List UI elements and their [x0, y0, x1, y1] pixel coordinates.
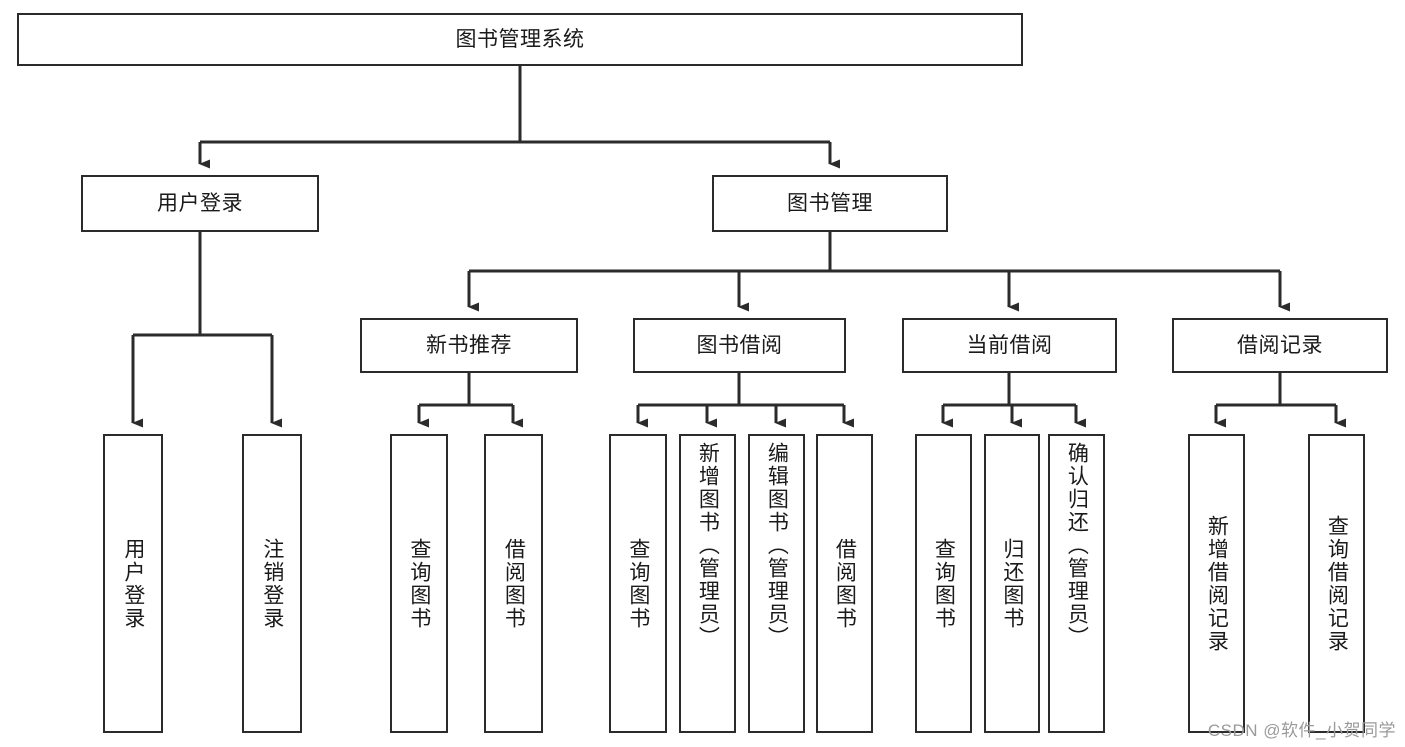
- node-label: 图书管理系统: [455, 27, 585, 51]
- csdn-watermark: CSDN @软件_小贺同学: [1207, 721, 1396, 740]
- node-root[interactable]: 图书管理系统: [17, 13, 1023, 66]
- node-label: 借阅图书: [833, 537, 857, 630]
- node-label: 归还图书: [1000, 537, 1024, 630]
- node-label: 确认归还（管理员）: [1065, 442, 1089, 649]
- node-label: 图书管理: [787, 191, 873, 215]
- node-label: 新增借阅记录: [1205, 514, 1229, 653]
- node-label: 查询图书: [407, 537, 431, 630]
- node-leaf-query-book-current[interactable]: 查询图书: [915, 434, 972, 733]
- node-label: 用户登录: [157, 191, 243, 215]
- node-leaf-add-book-admin[interactable]: 新增图书（管理员）: [679, 434, 736, 733]
- node-label: 用户登录: [121, 537, 145, 630]
- node-label: 查询图书: [932, 537, 956, 630]
- node-leaf-add-borrow-record[interactable]: 新增借阅记录: [1188, 434, 1245, 733]
- node-leaf-borrow-book-recommend[interactable]: 借阅图书: [484, 434, 543, 733]
- node-label: 查询图书: [626, 537, 650, 630]
- node-new-book-recommend[interactable]: 新书推荐: [360, 318, 578, 373]
- node-label: 编辑图书（管理员）: [765, 442, 789, 649]
- node-label: 查询借阅记录: [1325, 514, 1349, 653]
- node-label: 借阅图书: [502, 537, 526, 630]
- node-leaf-return-book[interactable]: 归还图书: [984, 434, 1040, 733]
- node-label: 新增图书（管理员）: [696, 442, 720, 649]
- node-label: 借阅记录: [1237, 333, 1323, 357]
- node-label: 当前借阅: [966, 333, 1053, 357]
- node-leaf-user-login[interactable]: 用户登录: [103, 434, 163, 733]
- node-leaf-query-book-recommend[interactable]: 查询图书: [390, 434, 448, 733]
- node-leaf-edit-book-admin[interactable]: 编辑图书（管理员）: [748, 434, 805, 733]
- node-leaf-query-borrow-record[interactable]: 查询借阅记录: [1308, 434, 1365, 733]
- node-label: 新书推荐: [426, 333, 512, 357]
- node-label: 注销登录: [260, 537, 284, 630]
- node-leaf-borrow-book[interactable]: 借阅图书: [816, 434, 873, 733]
- node-current-borrow[interactable]: 当前借阅: [902, 318, 1117, 373]
- node-user-login[interactable]: 用户登录: [81, 175, 319, 232]
- node-leaf-logout[interactable]: 注销登录: [242, 434, 302, 733]
- node-label: 图书借阅: [696, 333, 783, 357]
- node-leaf-confirm-return-admin[interactable]: 确认归还（管理员）: [1048, 434, 1105, 733]
- node-book-manage[interactable]: 图书管理: [712, 175, 948, 232]
- node-leaf-query-book-borrow[interactable]: 查询图书: [609, 434, 667, 733]
- node-borrow-record[interactable]: 借阅记录: [1172, 318, 1388, 373]
- node-book-borrow[interactable]: 图书借阅: [633, 318, 846, 373]
